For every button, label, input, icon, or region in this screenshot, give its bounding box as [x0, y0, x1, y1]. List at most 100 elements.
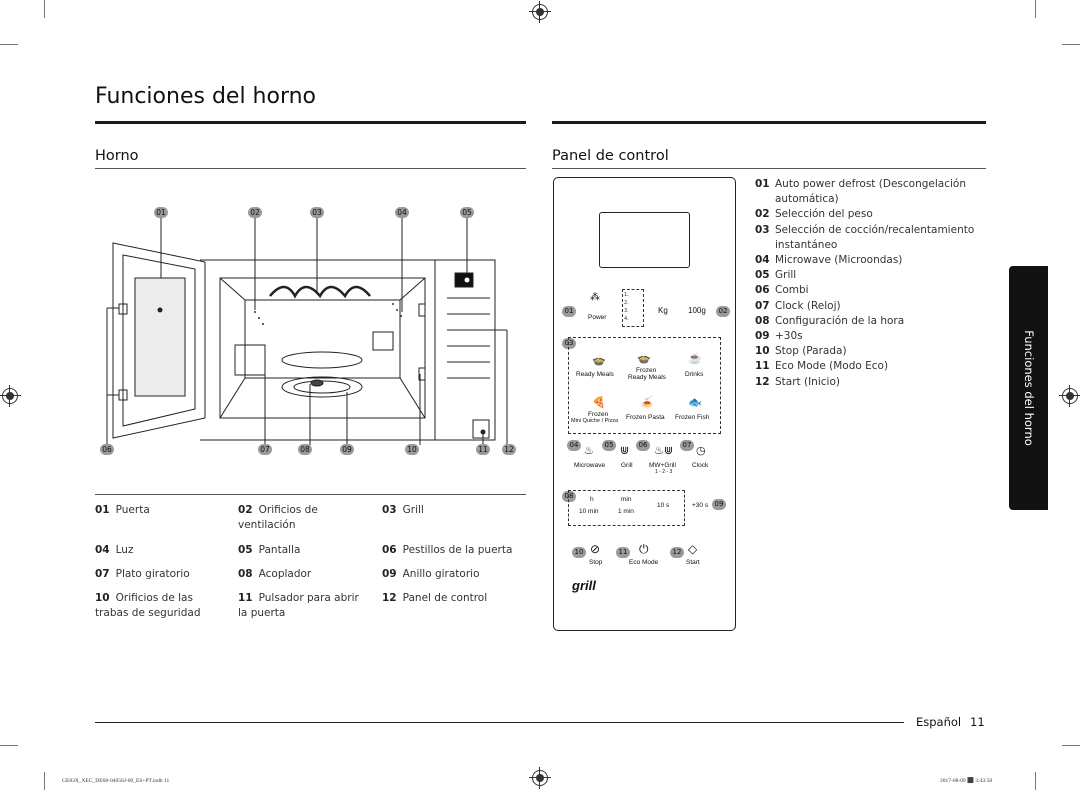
oven-callout-05: 05: [460, 207, 474, 218]
side-chapter-tab: Funciones del horno: [1009, 266, 1048, 510]
frozen-ready-meals-label-1: Frozen: [636, 367, 657, 374]
panel-callout-04: 04: [567, 440, 581, 451]
title-rule-right: [552, 121, 986, 124]
panel-callout-06: 06: [636, 440, 650, 451]
power-icon: ⁂: [590, 292, 600, 303]
panel-callout-10: 10: [572, 547, 586, 558]
grill-icon: ⋓: [620, 445, 630, 457]
panel-callout-11: 11: [616, 547, 630, 558]
oven-callout-10: 10: [405, 444, 419, 455]
frozen-pasta-label: Frozen Pasta: [626, 414, 665, 421]
frozen-mini-label-2: Mini Quiche / Pizza: [571, 418, 619, 424]
crop-mark: [1062, 745, 1080, 746]
panel-heading-rule: [552, 168, 986, 169]
footer-page-number: 11: [970, 715, 985, 729]
crop-mark: [1035, 0, 1036, 18]
registration-mark-icon: [0, 385, 21, 407]
frozen-mini-icon: 🍕: [592, 397, 606, 409]
footer-language: Español: [916, 715, 962, 729]
stop-icon: ⊘: [590, 542, 601, 556]
oven-callout-01: 01: [154, 207, 168, 218]
panel-item: 09+30s: [755, 330, 803, 343]
panel-callout-09: 09: [712, 499, 726, 510]
footer-timestamp: 2017-08-09 ⬛ 3:43:58: [940, 778, 993, 784]
eco-mode-icon: ⏻: [639, 542, 649, 556]
frozen-ready-meals-label-2: Ready Meals: [628, 374, 666, 381]
grill-label: Grill: [621, 462, 633, 469]
defrost-items-box: [622, 289, 644, 327]
ready-meals-label: Ready Meals: [576, 371, 614, 378]
frozen-fish-label: Frozen Fish: [675, 414, 710, 421]
crop-mark: [44, 772, 45, 790]
page-title: Funciones del horno: [95, 84, 317, 109]
combi-icon: ♨⋓: [654, 445, 674, 457]
defrost-item-4: 4.: [624, 316, 629, 322]
plus30s-label: +30 s: [692, 502, 709, 509]
crop-mark: [1035, 772, 1036, 790]
combi-steps-label: 1 - 2 - 3: [655, 469, 673, 475]
frozen-ready-meals-icon: 🍲: [637, 353, 651, 365]
ready-meals-icon: 🍲: [592, 355, 606, 367]
microwave-label: Microwave: [574, 462, 606, 469]
frozen-fish-icon: 🐟: [688, 397, 702, 409]
panel-callout-02: 02: [716, 306, 730, 317]
panel-callout-12: 12: [670, 547, 684, 558]
registration-mark-icon: [529, 1, 551, 23]
frozen-pasta-icon: 🍝: [640, 397, 654, 409]
power-label: Power: [588, 314, 607, 321]
oven-callout-07: 07: [258, 444, 272, 455]
panel-callout-05: 05: [602, 440, 616, 451]
ten-s-label: 10 s: [657, 502, 670, 509]
h-label: h: [590, 496, 594, 503]
microwave-icon: ♨: [584, 445, 594, 457]
crop-mark: [0, 745, 18, 746]
oven-callout-09: 09: [340, 444, 354, 455]
oven-illustration: [106, 218, 508, 445]
crop-mark: [1062, 44, 1080, 45]
mw-grill-label: MW+Grill: [649, 462, 676, 469]
control-panel-illustration: 01 ⁂ Power 1. 2. 3. 4. Kg 100g 02 03 🍲 R…: [553, 177, 736, 631]
min-label: min: [621, 496, 632, 503]
legend-rule: [95, 494, 526, 495]
registration-mark-icon: [529, 767, 551, 789]
panel-callout-01: 01: [562, 306, 576, 317]
ten-min-label: 10 min: [579, 508, 599, 515]
oven-callout-03: 03: [310, 207, 324, 218]
panel-heading: Panel de control: [552, 148, 669, 164]
defrost-item-2: 2.: [624, 300, 629, 306]
clock-label: Clock: [692, 462, 709, 469]
registration-mark-icon: [1059, 385, 1080, 407]
crop-mark: [0, 44, 18, 45]
display-window: [599, 212, 690, 268]
eco-mode-label: Eco Mode: [629, 559, 659, 566]
title-rule-left: [95, 121, 526, 124]
oven-callout-12: 12: [502, 444, 516, 455]
start-icon: ◇: [688, 542, 698, 556]
defrost-item-1: 1.: [624, 292, 629, 298]
panel-callout-07: 07: [680, 440, 694, 451]
footer-file-info: GE83X_XEC_DE68-04056J-00_ES+PT.indb 11: [62, 778, 170, 784]
time-setting-box: [568, 490, 685, 526]
stop-label: Stop: [589, 559, 603, 566]
grill-brand-label: grill: [572, 578, 596, 593]
oven-callout-06: 06: [100, 444, 114, 455]
